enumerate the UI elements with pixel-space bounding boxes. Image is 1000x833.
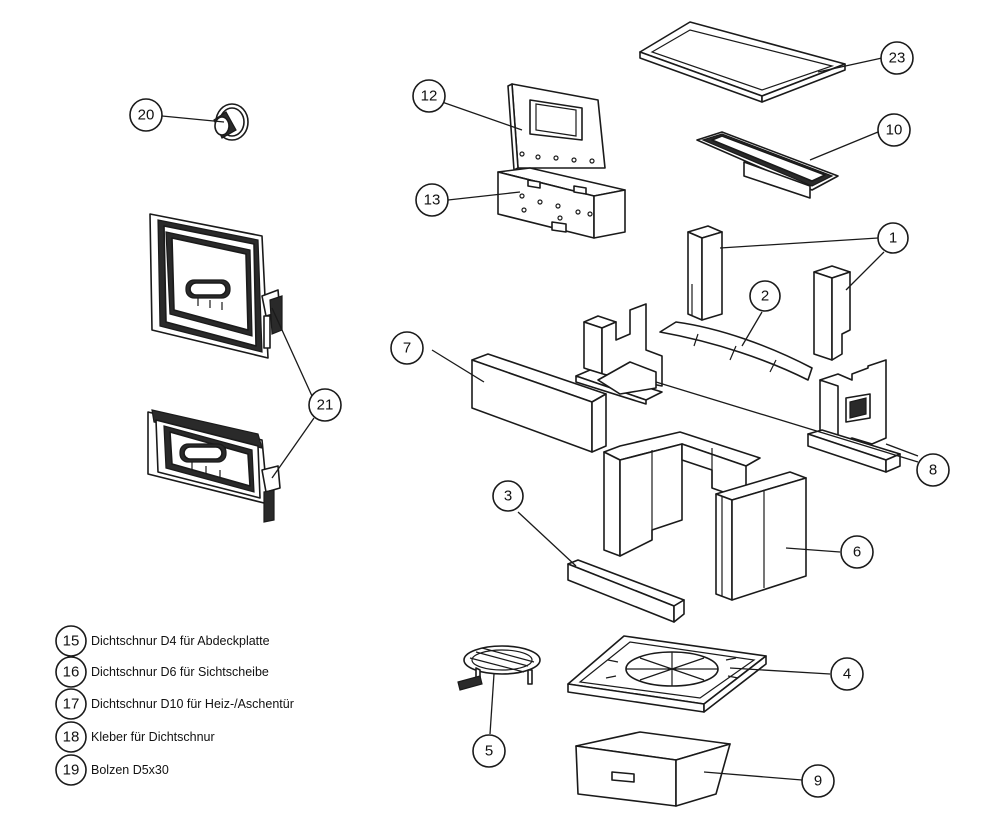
callout-label: 10 [886, 122, 903, 139]
callout-8: 8 [916, 453, 950, 487]
callout-label: 2 [761, 288, 769, 305]
callout-13: 13 [415, 183, 449, 217]
callout-23: 23 [880, 41, 914, 75]
callout-label: 7 [403, 340, 411, 357]
part-baffle [696, 131, 839, 199]
legend-item-19: 19 Bolzen D5x30 [55, 754, 169, 786]
callout-1: 1 [877, 222, 909, 254]
callout-label: 21 [317, 397, 334, 414]
part-grate [457, 645, 541, 691]
part-side-brick-right [813, 265, 851, 361]
legend-text: Dichtschnur D4 für Abdeckplatte [91, 634, 270, 648]
callout-label: 23 [889, 50, 906, 67]
callout-5: 5 [472, 734, 506, 768]
callout-6: 6 [840, 535, 874, 569]
legend-item-16: 16 Dichtschnur D6 für Sichtscheibe [55, 656, 269, 688]
legend-text: Dichtschnur D10 für Heiz-/Aschentür [91, 697, 294, 711]
callout-20: 20 [129, 98, 163, 132]
legend-number: 15 [63, 633, 80, 650]
callout-label: 8 [929, 462, 937, 479]
callout-label: 5 [485, 743, 493, 760]
part-chamber-back [575, 303, 663, 405]
leader-lines [161, 57, 919, 781]
legend-number: 19 [63, 762, 80, 779]
callout-label: 9 [814, 773, 822, 790]
callout-21: 21 [308, 388, 342, 422]
part-chamber-right [807, 359, 901, 473]
callout-3: 3 [492, 480, 524, 512]
part-rear-plate [507, 83, 606, 171]
part-lower-rear-plate [497, 167, 626, 239]
callout-label: 3 [504, 488, 512, 505]
callout-label: 6 [853, 544, 861, 561]
part-knob [213, 103, 249, 141]
legend-item-17: 17 Dichtschnur D10 für Heiz-/Aschentür [55, 688, 294, 720]
callout-label: 12 [421, 88, 438, 105]
callout-4: 4 [830, 657, 864, 691]
legend: 15 Dichtschnur D4 für Abdeckplatte 16 Di… [55, 625, 294, 786]
legend-number: 17 [63, 696, 80, 713]
callout-7: 7 [390, 331, 424, 365]
part-threshold-brick [567, 559, 685, 623]
part-front-brick [471, 353, 607, 453]
part-lower-door [147, 409, 281, 523]
part-upper-door [149, 213, 283, 359]
callout-label: 4 [843, 666, 851, 683]
part-ash-pan [575, 731, 731, 807]
part-chamber-walls [603, 431, 807, 601]
part-base-plate [567, 635, 767, 713]
part-curved-brick [659, 321, 813, 381]
part-cover-plate [639, 21, 846, 103]
callout-9: 9 [801, 764, 835, 798]
callout-label: 1 [889, 230, 897, 247]
legend-item-18: 18 Kleber für Dichtschnur [55, 721, 215, 753]
legend-number: 16 [63, 664, 80, 681]
legend-text: Bolzen D5x30 [91, 763, 169, 777]
legend-text: Kleber für Dichtschnur [91, 730, 215, 744]
legend-text: Dichtschnur D6 für Sichtscheibe [91, 665, 269, 679]
callout-label: 20 [138, 107, 155, 124]
callout-2: 2 [749, 280, 781, 312]
legend-item-15: 15 Dichtschnur D4 für Abdeckplatte [55, 625, 270, 657]
callout-label: 13 [424, 192, 441, 209]
legend-number: 18 [63, 729, 80, 746]
part-side-brick-left [687, 225, 723, 321]
callout-10: 10 [877, 113, 911, 147]
callout-12: 12 [412, 79, 446, 113]
